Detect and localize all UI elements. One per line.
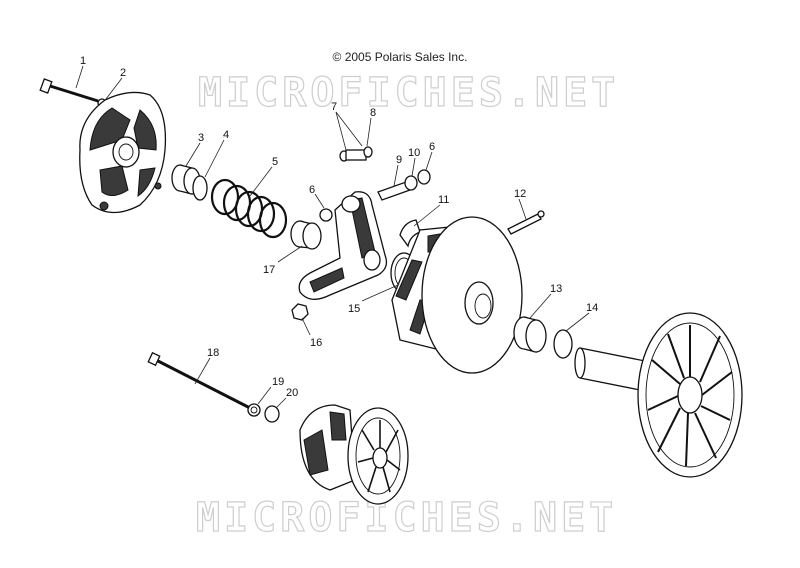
part-bushing-13: [513, 316, 547, 353]
callout-20: 20: [286, 387, 298, 399]
callout-10: 10: [408, 147, 420, 159]
part-bushing-20: [264, 405, 280, 423]
part-clutch-assembly: [299, 404, 409, 505]
part-bushing-10: [404, 175, 418, 191]
callout-11: 11: [438, 194, 449, 206]
callout-4: 4: [223, 129, 229, 141]
callout-6-right: 6: [429, 141, 435, 153]
part-pin-7-8: [339, 146, 373, 162]
leader-lines: [75, 65, 590, 409]
callout-8: 8: [370, 107, 376, 119]
callout-6-left: 6: [309, 184, 315, 196]
part-roller-6b: [417, 169, 431, 185]
part-ring-4: [192, 175, 208, 201]
part-ring-14: [553, 329, 573, 359]
callout-9: 9: [396, 154, 402, 166]
copyright-notice: © 2005 Polaris Sales Inc.: [332, 50, 468, 64]
callout-15: 15: [348, 303, 360, 315]
part-pin-12: [507, 210, 545, 235]
callout-2: 2: [120, 67, 126, 79]
callout-18: 18: [207, 347, 219, 359]
part-fixed-sheave: [574, 312, 743, 478]
callout-16: 16: [310, 337, 322, 349]
callout-14: 14: [586, 302, 598, 314]
watermark-top: MICROFICHES.NET: [197, 69, 620, 116]
callout-13: 13: [550, 283, 562, 295]
callout-labels: 1 2 3 4 5 6 7 8 9 10 6 11 12 17 15 16 13…: [80, 55, 598, 399]
part-roller-6a: [319, 208, 333, 222]
callout-5: 5: [272, 156, 278, 168]
callout-19: 19: [272, 376, 284, 388]
callout-7: 7: [331, 101, 337, 113]
callout-1: 1: [80, 55, 86, 67]
part-moveable-sheave: [391, 216, 523, 374]
callout-17: 17: [263, 264, 275, 276]
callout-12: 12: [514, 188, 526, 200]
part-washer-19: [247, 403, 261, 417]
watermark-bottom: MICROFICHES.NET: [195, 494, 618, 541]
part-bushing-17: [290, 220, 322, 250]
part-spring-5: [210, 178, 288, 239]
part-bolt-1: [39, 78, 99, 103]
part-bolt-18: [147, 351, 251, 410]
callout-3: 3: [198, 132, 204, 144]
part-spider-arm: [298, 191, 388, 300]
part-nut-16: [291, 303, 309, 321]
part-cover-left: [79, 91, 167, 214]
